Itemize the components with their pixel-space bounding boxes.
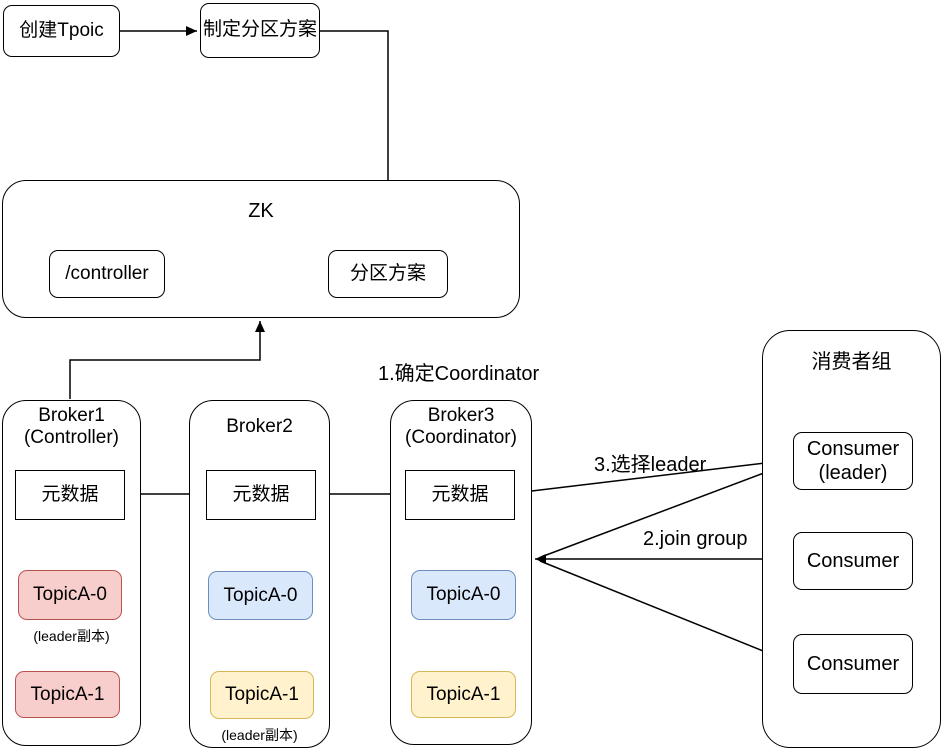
broker2-metadata-label: 元数据	[232, 483, 290, 505]
zk-partition-plan-label: 分区方案	[349, 262, 426, 284]
broker2-metadata-box: 元数据	[206, 470, 316, 520]
consumer2-box: Consumer	[793, 532, 913, 590]
broker3-topicA1-box: TopicA-1	[411, 671, 516, 718]
broker1-metadata-label: 元数据	[41, 483, 99, 505]
broker3-metadata-box: 元数据	[405, 470, 515, 520]
consumer2-label: Consumer	[806, 550, 900, 572]
broker1-leader-replica-text: (leader副本)	[33, 628, 110, 644]
zk-controller-label: /controller	[65, 262, 149, 284]
consumer-leader-label: Consumer	[806, 438, 900, 460]
broker2-leader-replica-note: (leader副本)	[189, 725, 330, 745]
step2-text: 2.join group	[643, 528, 748, 550]
create-topic-label: 创建Tpoic	[19, 19, 104, 41]
broker1-title-line2: (Controller)	[23, 427, 120, 448]
broker1-topicA1-box: TopicA-1	[15, 671, 120, 718]
create-topic-box: 创建Tpoic	[3, 5, 120, 57]
step2-label: 2.join group	[643, 528, 748, 551]
consumer-group-title-text: 消费者组	[811, 351, 892, 373]
step3-text: 3.选择leader	[594, 454, 707, 476]
broker2-topicA1-label: TopicA-1	[225, 684, 299, 705]
broker3-title-line2: (Coordinator)	[405, 427, 517, 448]
broker2-topicA0-label: TopicA-0	[223, 584, 298, 606]
broker3-topicA0-label: TopicA-0	[426, 584, 501, 605]
broker1-leader-replica-note: (leader副本)	[2, 626, 141, 646]
line-consumer3-to-broker3	[539, 560, 794, 664]
broker3-topicA0-box: TopicA-0	[411, 570, 516, 620]
consumer-leader-box: Consumer (leader)	[793, 432, 913, 490]
make-partition-plan-label: 制定分区方案	[202, 19, 317, 41]
broker3-title-line1: Broker3	[427, 405, 495, 426]
consumer3-label: Consumer	[806, 653, 900, 675]
zk-title: ZK	[2, 198, 520, 224]
broker3-topicA1-label: TopicA-1	[426, 683, 501, 705]
broker3-title: Broker3 (Coordinator)	[390, 402, 532, 452]
zk-controller-node: /controller	[49, 250, 165, 298]
consumer-group-title: 消费者组	[762, 348, 941, 376]
zk-title-text: ZK	[248, 200, 274, 222]
broker2-title-line1: Broker2	[226, 416, 293, 437]
step3-label: 3.选择leader	[594, 448, 706, 477]
broker1-title: Broker1 (Controller)	[2, 402, 141, 452]
broker1-metadata-box: 元数据	[15, 470, 125, 520]
broker2-title: Broker2	[189, 402, 330, 452]
broker1-topicA0-box: TopicA-0	[18, 570, 122, 620]
make-partition-plan-box: 制定分区方案	[200, 3, 320, 58]
broker2-topicA0-box: TopicA-0	[208, 571, 313, 620]
zk-partition-plan-node: 分区方案	[328, 250, 448, 298]
consumer-leader-sublabel: (leader)	[818, 462, 888, 484]
broker1-title-line1: Broker1	[38, 405, 105, 426]
step1-text: 1.确定Coordinator	[378, 363, 540, 385]
broker1-topicA1-label: TopicA-1	[30, 683, 105, 705]
step1-label: 1.确定Coordinator	[378, 357, 539, 386]
broker2-leader-replica-text: (leader副本)	[221, 727, 298, 743]
broker2-topicA1-box: TopicA-1	[210, 671, 314, 719]
consumer3-box: Consumer	[793, 634, 913, 694]
broker3-metadata-label: 元数据	[431, 483, 489, 505]
broker1-topicA0-label: TopicA-0	[33, 584, 107, 605]
arrow-broker1-to-zk	[69, 321, 265, 399]
